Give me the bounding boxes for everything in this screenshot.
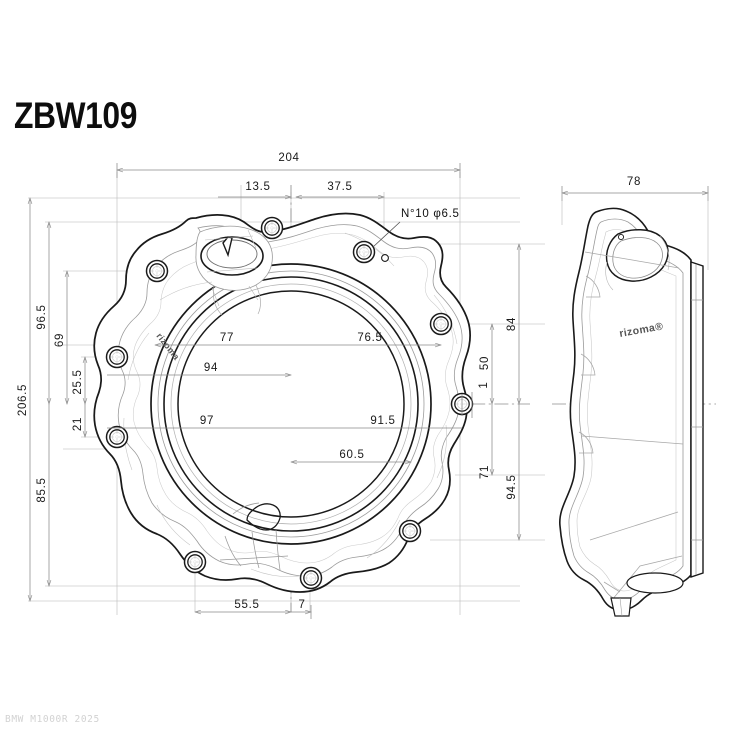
dim-right-upper-span: 76.5 — [357, 332, 382, 344]
clutch-window-inner-ring — [177, 290, 405, 518]
dim-lower-height: 85.5 — [36, 477, 48, 502]
dowel-pin-hole — [381, 254, 389, 262]
cover-inner-wall-secondary — [132, 232, 454, 564]
dim-bottom-center-span: 60.5 — [339, 449, 364, 461]
dim-left-lower-span: 97 — [200, 415, 214, 427]
dimension-labels: 204 13.5 37.5 206.5 96.5 85.5 69 25.5 21… — [17, 152, 641, 611]
clutch-window-ring-2 — [157, 270, 425, 538]
dim-right-tiny-offset: 1 — [478, 381, 490, 388]
oil-cap-inner — [206, 239, 258, 269]
bolt-hole-5 — [398, 519, 422, 543]
note-hole-spec: N°10 φ6.5 — [401, 208, 460, 220]
dim-left-upper-span: 77 — [220, 332, 234, 344]
dim-bolt-upper-offset: 25.5 — [72, 369, 84, 394]
dim-right-lower-height: 94.5 — [506, 474, 518, 499]
side-mounting-flange — [690, 261, 704, 578]
bolt-hole-8 — [105, 425, 129, 449]
dim-overall-width: 204 — [278, 152, 299, 164]
bolt-hole-2 — [352, 240, 376, 264]
page-title: ZBW109 — [14, 95, 137, 136]
surface-detail-lines — [123, 232, 458, 577]
dim-overall-height: 206.5 — [17, 384, 29, 416]
dim-right-upper-height: 84 — [506, 317, 518, 331]
dim-right-inner-upper: 50 — [479, 356, 491, 370]
bottom-boss-feature — [219, 502, 289, 571]
dim-mid-upper-height: 69 — [54, 333, 66, 347]
dim-top-offset-b: 37.5 — [327, 181, 352, 193]
side-bottom-lug — [610, 572, 684, 617]
dim-side-depth: 78 — [627, 176, 641, 188]
oil-cap-detail-lines — [204, 229, 259, 307]
bolt-hole-7 — [183, 550, 207, 574]
bolt-hole-1 — [260, 216, 284, 240]
side-rib-details — [578, 251, 684, 601]
bolt-hole-9 — [105, 345, 129, 369]
front-view: rizoma — [93, 212, 474, 593]
dim-bottom-span-b: 7 — [298, 599, 305, 611]
side-oil-filler-cap — [605, 229, 670, 291]
clutch-window-ring-4 — [170, 283, 412, 525]
dimension-lines — [30, 163, 708, 619]
dim-upper-height: 96.5 — [36, 304, 48, 329]
oil-filler-cap — [195, 225, 273, 316]
dim-right-lower-span: 91.5 — [370, 415, 395, 427]
bolt-hole-3 — [429, 312, 453, 336]
dim-left-mid-span: 94 — [204, 362, 218, 374]
side-view: rizoma® — [559, 207, 704, 617]
dim-right-inner-lower: 71 — [479, 465, 491, 479]
bolt-hole-6 — [299, 566, 323, 590]
dim-bolt-lower-offset: 21 — [72, 417, 84, 431]
bolt-hole-10 — [145, 259, 169, 283]
dim-top-offset-a: 13.5 — [245, 181, 270, 193]
dim-bottom-span-a: 55.5 — [234, 599, 259, 611]
oil-cap-boss — [213, 284, 261, 316]
footer-caption: BMW M1000R 2025 — [5, 714, 100, 725]
